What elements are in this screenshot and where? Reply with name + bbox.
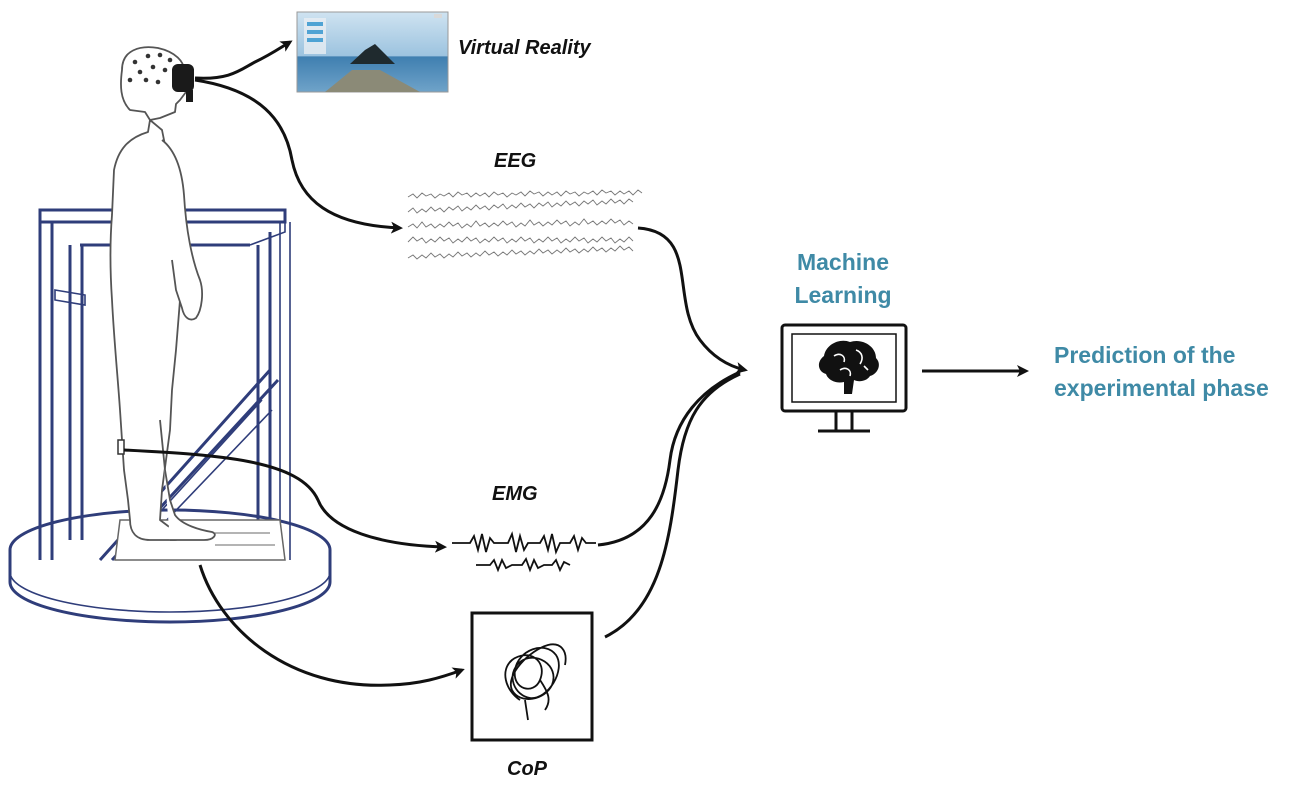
vr-headset (172, 64, 194, 102)
arrow-eeg-to-ml (637, 226, 748, 374)
ml-label-line2: Learning (794, 282, 891, 308)
emg-label: EMG (492, 483, 538, 505)
arrow-to-cop (198, 564, 465, 687)
arrow-to-eeg (194, 78, 403, 234)
arrow-to-vr (194, 40, 293, 80)
arrow-emg-source (123, 448, 447, 553)
eeg-cap (127, 52, 173, 85)
brain-icon (818, 340, 879, 394)
emg-electrode (117, 439, 125, 455)
eeg-label: EEG (494, 150, 536, 172)
ml-label-line1: Machine (797, 249, 889, 275)
arrow-emg-to-ml (597, 370, 741, 547)
cop-trajectory-icon (470, 611, 594, 742)
monitor-brain-icon (780, 323, 908, 433)
cop-label: CoP (507, 758, 548, 780)
arrow-cop-to-ml (604, 372, 741, 639)
vr-label: Virtual Reality (458, 37, 592, 59)
eeg-signal-traces (407, 189, 643, 260)
prediction-label-line1: Prediction of the (1054, 342, 1235, 368)
emg-signal-traces (452, 531, 596, 573)
connection-arrows (123, 40, 1029, 687)
vr-scene-thumbnail-icon (296, 11, 449, 93)
subject-figure (109, 46, 216, 541)
prediction-label-line2: experimental phase (1054, 375, 1269, 401)
